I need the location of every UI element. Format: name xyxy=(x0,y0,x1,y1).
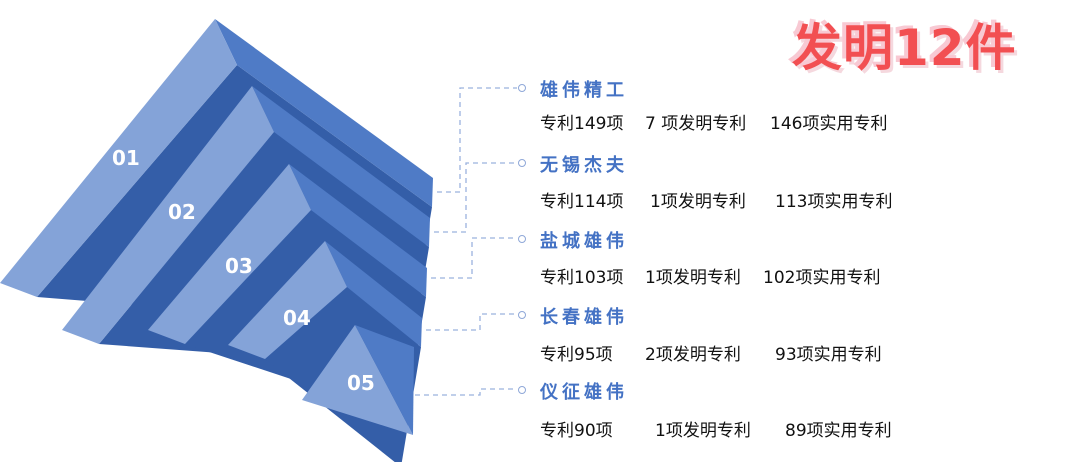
marker-dot-icon xyxy=(518,235,526,243)
utility-patents: 93项实用专利 xyxy=(775,345,882,365)
marker-dot-icon xyxy=(518,84,526,92)
connector-line-3 xyxy=(431,237,517,279)
utility-patents: 102项实用专利 xyxy=(763,268,881,288)
total-patents: 专利90项 xyxy=(540,421,613,441)
layer-number-05: 05 xyxy=(347,371,375,395)
layer-1-top-face xyxy=(215,19,433,207)
company-title: 盐城雄伟 xyxy=(540,231,628,252)
company-title: 雄伟精工 xyxy=(540,80,628,101)
layer-2-side-face xyxy=(62,86,274,344)
layer-number-02: 02 xyxy=(168,200,196,224)
total-patents: 专利95项 xyxy=(540,345,613,365)
invention-patents: 1项发明专利 xyxy=(650,192,746,212)
invention-patents: 7 项发明专利 xyxy=(645,114,747,134)
company-title: 仪征雄伟 xyxy=(540,382,628,403)
invention-patents: 2项发明专利 xyxy=(645,345,741,365)
total-patents: 专利114项 xyxy=(540,192,624,212)
layer-3-top-face xyxy=(289,164,427,297)
connector-line-5 xyxy=(415,388,517,396)
utility-patents: 113项实用专利 xyxy=(775,192,893,212)
layer-5-top-face xyxy=(355,325,414,435)
marker-dot-icon xyxy=(518,311,526,319)
marker-dot-icon xyxy=(518,159,526,167)
layer-3-side-face xyxy=(148,164,311,344)
total-patents: 专利149项 xyxy=(540,114,624,134)
layer-number-04: 04 xyxy=(283,306,311,330)
layer-number-03: 03 xyxy=(225,254,253,278)
marker-dot-icon xyxy=(518,386,526,394)
utility-patents: 146项实用专利 xyxy=(770,114,888,134)
connector-line-1 xyxy=(437,87,517,193)
layer-5-side-face xyxy=(302,325,413,435)
headline: 发明12件 xyxy=(792,19,1017,77)
company-title: 无锡杰夫 xyxy=(540,155,628,176)
connector-line-2 xyxy=(434,162,517,233)
layer-2-top-face xyxy=(252,86,430,247)
layer-4-side-face xyxy=(228,241,347,359)
company-title: 长春雄伟 xyxy=(540,307,628,328)
layer-4-top-face xyxy=(325,241,422,347)
invention-patents: 1项发明专利 xyxy=(645,268,741,288)
utility-patents: 89项实用专利 xyxy=(785,421,892,441)
layer-number-01: 01 xyxy=(112,146,140,170)
layer-1-side-face xyxy=(0,19,237,297)
connector-line-4 xyxy=(426,313,517,331)
invention-patents: 1项发明专利 xyxy=(655,421,751,441)
total-patents: 专利103项 xyxy=(540,268,624,288)
